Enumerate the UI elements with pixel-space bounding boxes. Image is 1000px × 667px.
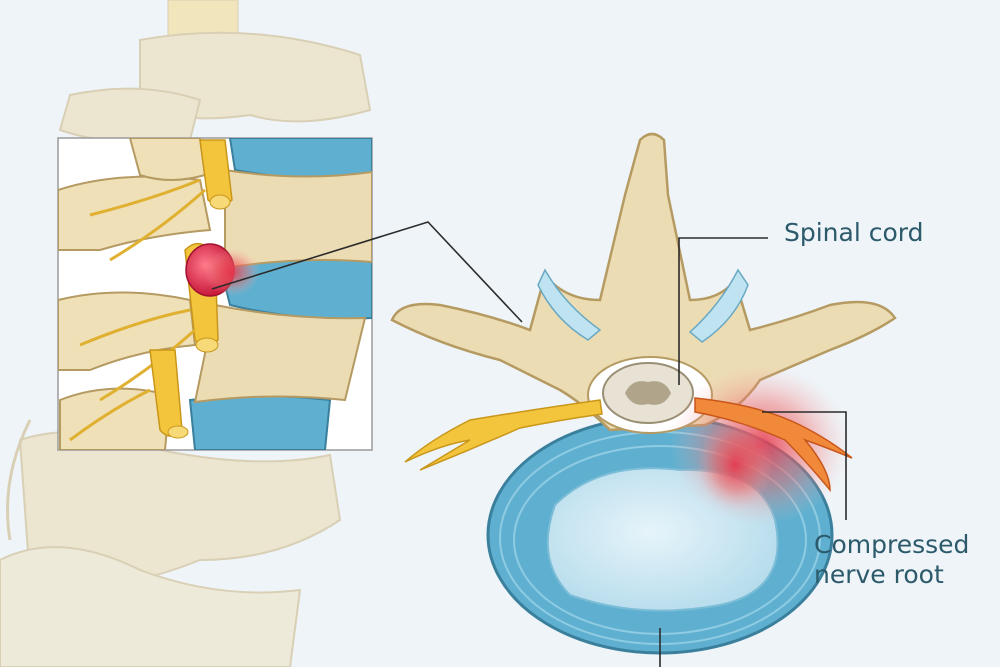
inset-leader-line [211,221,523,323]
lateral-spine-inset [57,137,373,451]
spinal-cord-leader-line [678,237,768,385]
compressed-nerve-root-label-line-1: Compressed [814,530,970,559]
axial-vertebra-view [390,132,897,655]
spinal-cord-label: Spinal cord [784,218,924,247]
left-nerve-root [404,399,603,471]
nerve-root-leader-line [762,411,847,520]
compressed-nerve-root-label-line-2: nerve root [814,560,944,589]
compressed-nerve-root-label: Compressed nerve root [814,530,969,590]
